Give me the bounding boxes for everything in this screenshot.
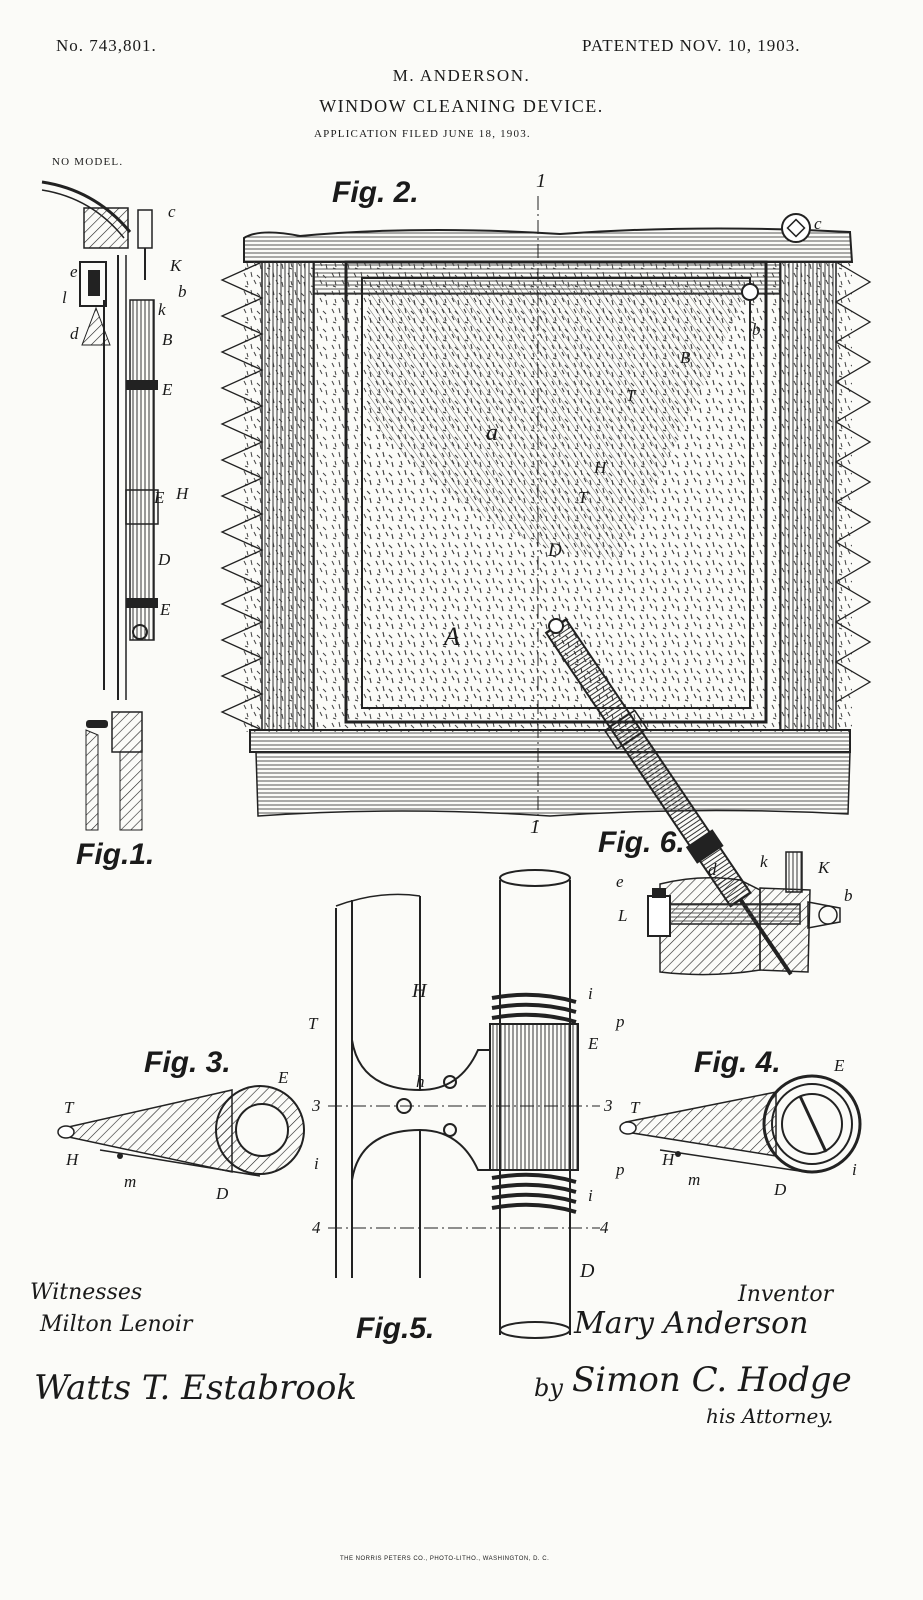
fig4-caption: Fig. 4.: [694, 1046, 781, 1080]
fig3-ref: H: [66, 1150, 78, 1170]
fig1-ref: H: [176, 484, 188, 504]
fig2-caption: Fig. 2.: [332, 176, 419, 210]
fig1-ref: D: [158, 550, 170, 570]
fig5-ref: i: [588, 984, 593, 1004]
fig2-ref: b: [752, 320, 761, 340]
fig5-ref: p: [616, 1012, 625, 1032]
fig4-drawing: [620, 1076, 860, 1172]
fig5-ref: 4: [312, 1218, 321, 1238]
witness-signature-2: Watts T. Estabrook: [34, 1368, 357, 1408]
fig2-ref: H: [594, 458, 606, 478]
fig1-ref: l: [62, 288, 67, 308]
fig2-ref: A: [444, 622, 460, 652]
fig2-ref: c: [814, 214, 822, 234]
fig5-ref: 3: [312, 1096, 321, 1116]
fig1-ref: E: [160, 600, 170, 620]
fig2-ref: a: [486, 420, 498, 447]
fig6-ref: b: [844, 886, 853, 906]
fig3-ref: m: [124, 1172, 136, 1192]
fig5-caption: Fig.5.: [356, 1312, 434, 1346]
fig1-ref: K: [170, 256, 181, 276]
witness-signature-1: Milton Lenoir: [40, 1312, 192, 1337]
fig4-ref: i: [852, 1160, 857, 1180]
fig2-ref: B: [680, 348, 690, 368]
inventor-signature: Mary Anderson: [574, 1306, 809, 1341]
fig5-ref: D: [580, 1260, 594, 1283]
fig6-ref: e: [616, 872, 624, 892]
fig2-ref: 1: [530, 816, 540, 839]
fig3-ref: E: [278, 1068, 288, 1088]
fig2-ref: 1: [536, 170, 546, 193]
fig3-ref: T: [64, 1098, 73, 1118]
fig5-drawing: [328, 870, 600, 1338]
fig2-drawing: [222, 196, 870, 984]
attorney-signature: Simon C. Hodge: [572, 1360, 852, 1400]
fig6-ref: k: [760, 852, 768, 872]
printer-credit: THE NORRIS PETERS CO., PHOTO-LITHO., WAS…: [340, 1556, 549, 1562]
fig1-ref: b: [178, 282, 187, 302]
fig1-caption: Fig.1.: [76, 838, 154, 872]
fig2-ref: T: [578, 488, 587, 508]
fig5-ref: T: [308, 1014, 317, 1034]
witnesses-heading: Witnesses: [30, 1280, 142, 1305]
fig3-ref: i: [314, 1154, 319, 1174]
fig4-ref: D: [774, 1180, 786, 1200]
fig3-drawing: [58, 1086, 304, 1176]
attorney-label: his Attorney.: [706, 1404, 833, 1428]
fig1-ref: e: [70, 262, 78, 282]
fig5-ref: p: [616, 1160, 625, 1180]
fig1-ref: E: [162, 380, 172, 400]
fig1-ref: B: [162, 330, 172, 350]
fig5-ref: 4: [600, 1218, 609, 1238]
fig4-ref: H: [662, 1150, 674, 1170]
fig1-drawing: [42, 182, 158, 830]
fig1-ref: c: [168, 202, 176, 222]
fig6-caption: Fig. 6.: [598, 826, 685, 860]
fig6-ref: d: [708, 860, 717, 880]
fig4-ref: T: [630, 1098, 639, 1118]
fig5-ref: 3: [604, 1096, 613, 1116]
fig4-ref: m: [688, 1170, 700, 1190]
fig5-ref: H: [412, 980, 426, 1003]
fig2-ref: T: [626, 386, 635, 406]
fig6-ref: K: [818, 858, 829, 878]
fig1-ref: k: [158, 300, 166, 320]
fig4-ref: E: [834, 1056, 844, 1076]
fig5-ref: i: [588, 1186, 593, 1206]
fig2-ref: D: [548, 540, 562, 562]
fig3-ref: D: [216, 1184, 228, 1204]
fig1-ref: d: [70, 324, 79, 344]
by-label: by: [534, 1374, 563, 1402]
fig3-caption: Fig. 3.: [144, 1046, 231, 1080]
fig1-ref: E: [154, 488, 164, 508]
fig5-ref: E: [588, 1034, 598, 1054]
fig6-ref: L: [618, 906, 627, 926]
fig5-ref: h: [416, 1072, 425, 1092]
inventor-heading: Inventor: [738, 1282, 833, 1307]
